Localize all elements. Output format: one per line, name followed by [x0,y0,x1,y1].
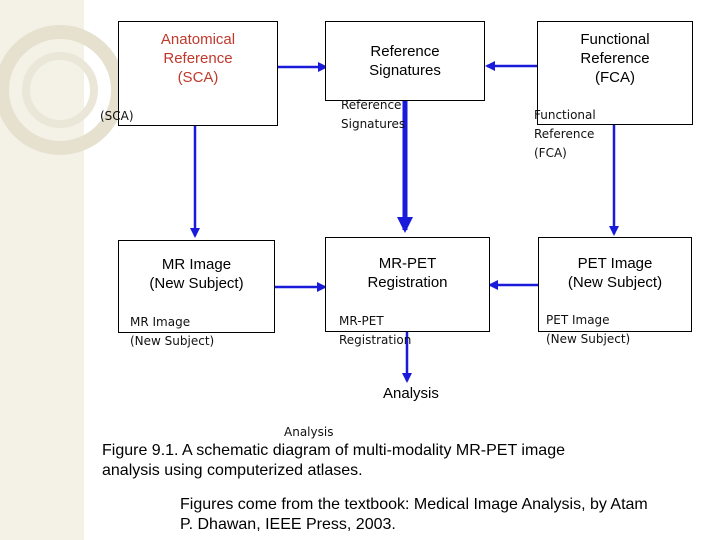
node-reference-signatures: Reference Signatures [325,21,485,101]
figure-caption: Figure 9.1. A schematic diagram of multi… [102,442,565,479]
ghost-label-sca: (SCA) [100,109,134,123]
node-mr-image: MR Image (New Subject) [118,240,275,333]
analysis-label: Analysis [383,385,439,402]
ghost-label-registration: MR-PET Registration [339,314,412,347]
slide-sidebar [0,0,84,540]
ghost-label-pet-image: PET Image (New Subject) [546,313,631,346]
node-pet-image: PET Image (New Subject) [538,237,692,332]
ghost-label-analysis: Analysis [284,425,334,439]
source-note: Figures come from the textbook: Medical … [180,496,648,533]
node-functional-reference: Functional Reference (FCA) [537,21,693,125]
ghost-label-functional-reference: Functional Reference (FCA) [534,108,596,160]
node-mr-pet-registration: MR-PET Registration [325,237,490,332]
ghost-label-reference-signatures: Reference Signatures [341,98,406,131]
ghost-label-mr-image: MR Image (New Subject) [130,315,215,348]
node-anatomical-reference: Anatomical Reference (SCA) [118,21,278,126]
